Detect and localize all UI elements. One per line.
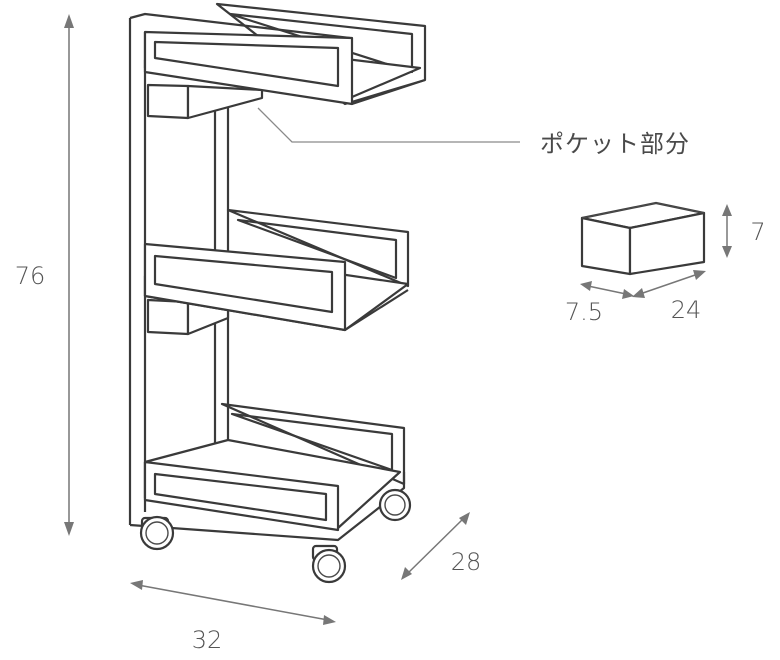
- bottom-shelf: [129, 402, 406, 542]
- top-shelf: [143, 2, 427, 106]
- pocket-depth-dimension: 7.5: [565, 281, 634, 326]
- pocket-width-label: 24: [671, 296, 702, 324]
- pocket-box-top: [146, 83, 264, 120]
- cart-illustration: [128, 2, 427, 584]
- pocket-callout-label: ポケット部分: [540, 130, 690, 158]
- depth-label: 28: [451, 548, 482, 576]
- pocket-height-label: 7: [750, 218, 765, 246]
- width-dimension: 32: [130, 580, 336, 654]
- pocket-width-dimension: 24: [632, 270, 706, 324]
- pocket-callout: ポケット部分: [257, 107, 690, 158]
- pocket-detail-box: [580, 201, 706, 276]
- middle-shelf: [143, 208, 410, 332]
- height-label: 76: [15, 262, 46, 290]
- depth-dimension: 28: [401, 512, 481, 580]
- pocket-detail: 7 7.5 24: [565, 201, 766, 326]
- pocket-height-dimension: 7: [722, 204, 766, 258]
- caster-rear-right: [378, 488, 412, 522]
- width-label: 32: [192, 626, 223, 654]
- caster-front-left: [139, 515, 175, 551]
- height-dimension: 76: [15, 14, 74, 536]
- pocket-depth-label: 7.5: [565, 298, 603, 326]
- caster-front-right: [311, 544, 347, 584]
